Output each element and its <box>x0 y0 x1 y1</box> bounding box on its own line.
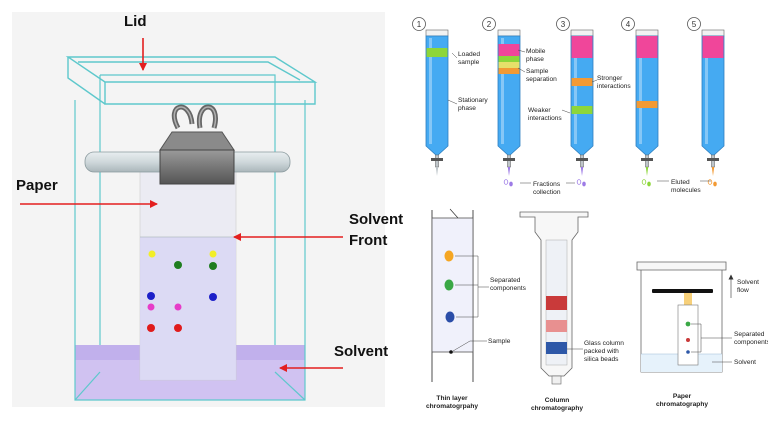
paper-flow-label-2: flow <box>737 287 749 294</box>
tlc-separated-label-1: Separated <box>490 277 521 284</box>
column-band <box>571 106 593 114</box>
mobile-phase-label-1: Mobile <box>526 48 546 55</box>
step-number-3: 3 <box>561 20 566 29</box>
fractions-collection-label-1: Fractions <box>533 181 561 188</box>
col-glass-label-2: packed with <box>584 348 619 355</box>
step-number-5: 5 <box>692 20 697 29</box>
stronger-interactions-label-2: interactions <box>597 83 631 90</box>
mobile-phase-label-2: phase <box>526 56 544 63</box>
stationary-phase-label-1: Stationary <box>458 97 488 104</box>
step-numbers: 1 2 3 4 5 <box>412 17 701 31</box>
column-step-2 <box>497 29 521 187</box>
paper-chamber-diagram: Lid Paper Solvent Front Solvent <box>12 12 403 407</box>
fractions-collection-label-2: collection <box>533 189 561 196</box>
eluted-molecules-label-2: molecules <box>671 187 701 194</box>
thin-layer-chromatography: Separated components Sample Thin layer c… <box>426 208 527 410</box>
col-title-1: Column <box>545 397 570 404</box>
sample-separation-label-1: Sample <box>526 68 549 75</box>
column-band <box>636 36 658 58</box>
step-number-1: 1 <box>417 20 422 29</box>
column-step-4 <box>635 29 659 187</box>
column-band <box>498 68 520 74</box>
weaker-interactions-label-2: interactions <box>528 115 562 122</box>
tlc-separated-label-2: components <box>490 285 527 292</box>
solvent-front-label-1: Solvent <box>349 211 403 228</box>
column-body <box>425 35 449 157</box>
drop <box>707 179 713 185</box>
stationary-phase-label-2: phase <box>458 105 476 112</box>
drop <box>647 181 651 187</box>
solvent-front-label-2: Front <box>349 232 387 249</box>
tlc-title-1: Thin layer <box>436 395 468 402</box>
eluted-molecules-label-1: Eluted <box>671 179 690 186</box>
weaker-interactions-label-1: Weaker <box>528 107 551 114</box>
stronger-interactions-label-1: Stronger <box>597 75 623 82</box>
col-glass-label-3: silica beads <box>584 356 619 363</box>
loaded-sample-label-2: sample <box>458 59 480 66</box>
column-step-5 <box>701 29 725 187</box>
paper-title-2: chromatography <box>656 401 708 408</box>
paper-title-1: Paper <box>673 393 692 400</box>
paper-separated-label-1: Separated <box>734 331 765 338</box>
binder-clip <box>159 104 235 185</box>
paper-solvent-label: Solvent <box>734 359 756 366</box>
drop <box>509 181 513 187</box>
column-band <box>498 44 520 56</box>
column-band <box>636 101 658 108</box>
loaded-sample-label-1: Loaded <box>458 51 480 58</box>
column-step-1 <box>425 29 449 176</box>
lid-label: Lid <box>124 13 147 30</box>
step-number-2: 2 <box>487 20 492 29</box>
column-band <box>426 48 448 57</box>
pigment-spots <box>147 250 217 332</box>
drop <box>713 181 717 187</box>
paper-flow-label-1: Solvent <box>737 279 759 286</box>
column-step-3 <box>570 29 594 187</box>
drop <box>641 179 647 185</box>
sample-separation-label-2: separation <box>526 76 557 83</box>
col-title-2: chromatography <box>531 405 583 412</box>
tlc-sample-label: Sample <box>488 338 511 345</box>
lid <box>65 56 318 105</box>
drop <box>582 181 586 187</box>
drop <box>503 179 509 185</box>
paper-sheet <box>677 304 699 366</box>
column-chromatography: Glass column packed with silica beads Co… <box>519 211 624 412</box>
glass-tank <box>74 74 306 401</box>
column-band <box>498 62 520 68</box>
column-band <box>498 56 520 62</box>
column-band <box>571 36 593 58</box>
column-band <box>702 36 724 58</box>
drop <box>576 179 582 185</box>
step-number-4: 4 <box>626 20 631 29</box>
column-chromatography-steps: 1 2 3 4 5 Loaded sample Stationary ph <box>412 17 725 196</box>
col-glass-label-1: Glass column <box>584 340 624 347</box>
paper-separated-label-2: components <box>734 339 768 346</box>
paper-label: Paper <box>16 177 58 194</box>
solvent-label: Solvent <box>334 343 388 360</box>
chromatography-types: Separated components Sample Thin layer c… <box>426 208 768 412</box>
paper-chromatography: Solvent flow Separated components Solven… <box>636 261 768 408</box>
paper-rod <box>652 289 713 293</box>
tlc-title-2: chromatogrpahy <box>426 403 478 410</box>
column-band <box>571 78 593 86</box>
